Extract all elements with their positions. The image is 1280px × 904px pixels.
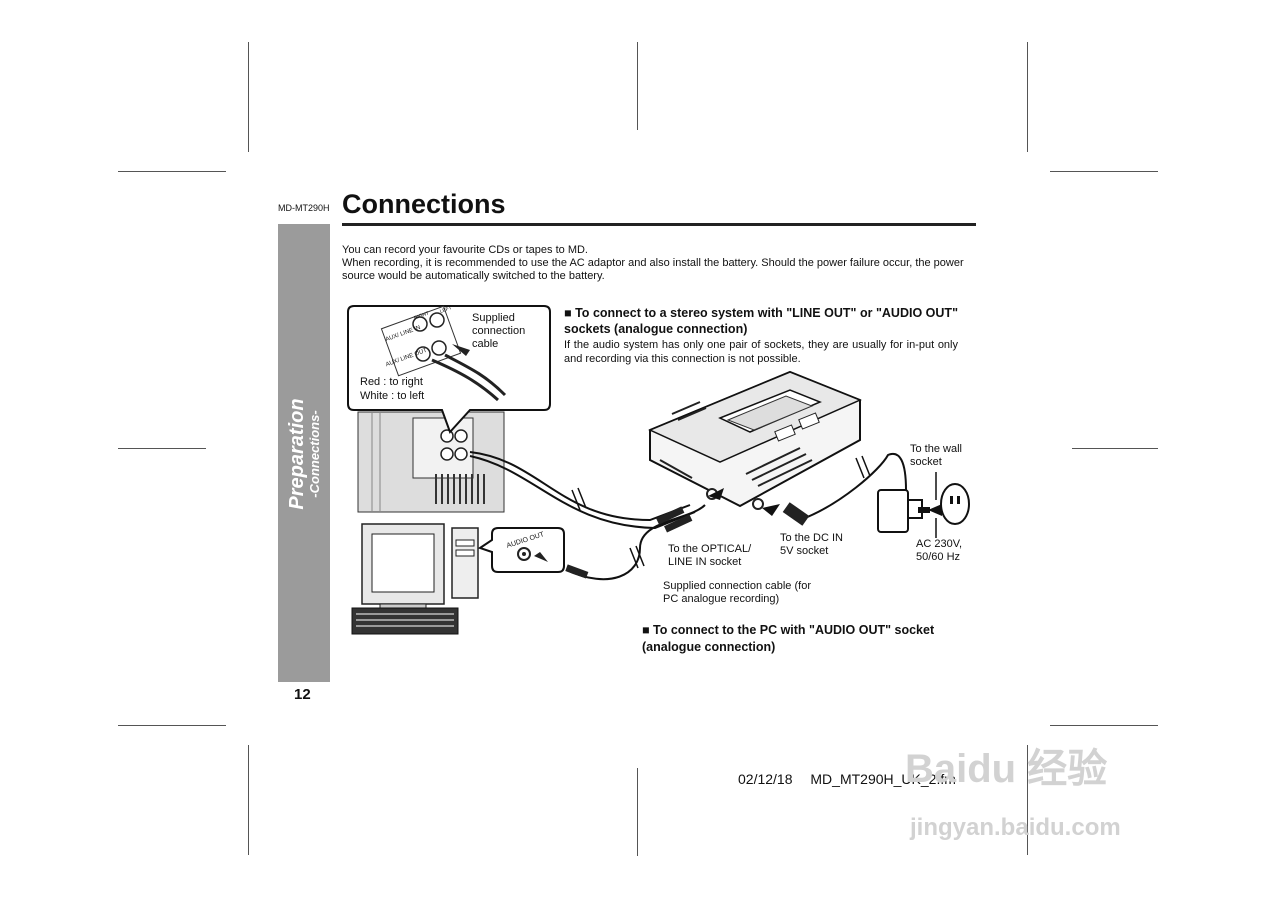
footer-file: MD_MT290H_UK_2.fm bbox=[810, 771, 956, 787]
jack-callout-bubble bbox=[347, 305, 551, 434]
watermark-brand: Baidu 经验 bbox=[905, 747, 1108, 791]
intro-paragraph: You can record your favourite CDs or tap… bbox=[342, 244, 976, 283]
intro-line: You can record your favourite CDs or tap… bbox=[342, 244, 588, 256]
ac-adaptor-illustration bbox=[877, 472, 970, 538]
wall-socket-label: To the wall socket bbox=[910, 443, 962, 468]
footer-date: 02/12/18 bbox=[738, 771, 793, 787]
page-number: 12 bbox=[294, 686, 311, 703]
page-title: Connections bbox=[342, 189, 506, 219]
stereo-unit-illustration bbox=[357, 411, 505, 513]
crop-mark bbox=[248, 745, 249, 855]
crop-mark bbox=[1027, 745, 1028, 855]
intro-line: When recording, it is recommended to use… bbox=[342, 257, 964, 282]
pc-heading-text: To connect to the PC with "AUDIO OUT" so… bbox=[642, 623, 935, 654]
crop-mark bbox=[1072, 448, 1158, 449]
pc-heading: ■ To connect to the PC with "AUDIO OUT" … bbox=[642, 623, 935, 654]
stereo-note: If the audio system has only one pair of… bbox=[564, 339, 958, 365]
audio-out-callout bbox=[477, 527, 565, 573]
crop-mark bbox=[637, 768, 638, 856]
crop-mark bbox=[118, 171, 226, 172]
cable-label: Supplied connection cable bbox=[472, 312, 526, 350]
dc-in-label: To the DC IN 5V socket bbox=[780, 532, 843, 557]
footer: 02/12/18 MD_MT290H_UK_2.fm bbox=[738, 771, 956, 787]
ac-label: AC 230V, 50/60 Hz bbox=[916, 538, 963, 563]
pc-illustration bbox=[351, 523, 479, 635]
crop-mark bbox=[118, 448, 206, 449]
color-red-label: Red : to right bbox=[360, 376, 423, 388]
watermark-url: jingyan.baidu.com bbox=[910, 814, 1121, 841]
model-number: MD-MT290H bbox=[278, 203, 330, 213]
section-sidebar: Preparation -Connections- bbox=[278, 224, 330, 682]
crop-mark bbox=[1050, 725, 1158, 726]
color-white-label: White : to left bbox=[360, 390, 425, 402]
plugs bbox=[565, 502, 810, 579]
title-rule bbox=[342, 223, 976, 226]
stereo-heading: ■ To connect to a stereo system with "LI… bbox=[564, 306, 958, 336]
md-recorder-illustration bbox=[648, 370, 862, 510]
optical-label: To the OPTICAL/ LINE IN socket bbox=[668, 543, 752, 568]
crop-mark bbox=[637, 42, 638, 130]
crop-mark bbox=[1027, 42, 1028, 152]
crop-mark bbox=[1050, 171, 1158, 172]
crop-mark bbox=[118, 725, 226, 726]
stereo-heading-text: To connect to a stereo system with "LINE… bbox=[564, 306, 958, 336]
pc-cable-label: Supplied connection cable (for PC analog… bbox=[663, 580, 811, 605]
crop-mark bbox=[248, 42, 249, 152]
cables bbox=[469, 451, 907, 581]
